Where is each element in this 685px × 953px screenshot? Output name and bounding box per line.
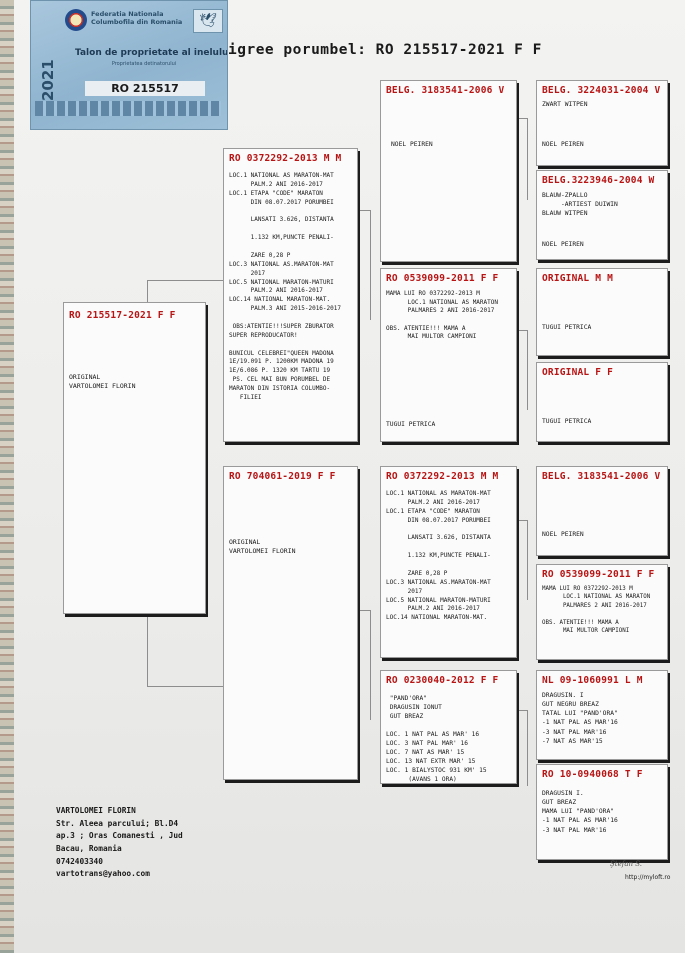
connector: [358, 610, 370, 611]
card-details: "PAND'ORA" DRAGUSIN IONUT GUT BREAZ LOC.…: [386, 695, 487, 783]
ticket-ring-number: RO 215517: [85, 81, 205, 96]
card-details: LOC.1 NATIONAL AS MARATON-MAT PALM.2 ANI…: [386, 490, 491, 622]
ticket-pattern-band: [35, 101, 221, 116]
pigeon-card-sire-dam: RO 0539099-2011 F F MAMA LUI RO 0372292-…: [380, 268, 517, 442]
ring-number: RO 704061-2019 F F: [229, 471, 336, 482]
ticket-org: Federatia Nationala Columbofila din Roma…: [91, 10, 183, 26]
pigeon-card-sire: RO 0372292-2013 M M LOC.1 NATIONAL AS MA…: [223, 148, 358, 442]
ring-number: RO 0372292-2013 M M: [229, 153, 342, 164]
ring-number: RO 0539099-2011 F F: [386, 273, 499, 284]
connector: [517, 710, 527, 711]
pigeon-card-sire-sire: BELG. 3183541-2006 V NOEL PEIREN: [380, 80, 517, 262]
ring-number: RO 0539099-2011 F F: [542, 569, 655, 580]
breeder-name: NOEL PEIREN: [542, 531, 584, 538]
connector: [527, 710, 528, 786]
card-details: ZWART WITPEN: [542, 101, 588, 108]
ring-number: BELG.3223946-2004 W: [542, 175, 655, 186]
connector: [517, 118, 527, 119]
breeder-name: TUGUI PETRICA: [542, 418, 592, 425]
card-details: MAMA LUI RO 0372292-2013 M LOC.1 NATIONA…: [542, 586, 651, 634]
pigeon-card-ddd: RO 10-0940068 T F DRAGUSIN I. GUT BREAZ …: [536, 764, 668, 860]
connector: [147, 280, 225, 281]
ring-number: ORIGINAL M M: [542, 273, 614, 284]
connector: [370, 610, 371, 720]
connector: [517, 520, 527, 521]
ring-number: RO 0372292-2013 M M: [386, 471, 499, 482]
breeder-name: NOEL PEIREN: [542, 141, 584, 148]
connector: [358, 210, 370, 211]
pigeon-card-sds: ORIGINAL M M TUGUI PETRICA: [536, 268, 668, 356]
breeder-name: NOEL PEIREN: [542, 241, 584, 248]
ring-number: RO 0230040-2012 F F: [386, 675, 499, 686]
website-url: http://myloft.ro: [625, 874, 671, 881]
pigeon-card-dam-sire: RO 0372292-2013 M M LOC.1 NATIONAL AS MA…: [380, 466, 517, 658]
pigeon-card-subject: RO 215517-2021 F F ORIGINAL VARTOLOMEI F…: [63, 302, 206, 614]
card-details: DRAGUSIN I. GUT BREAZ MAMA LUI "PAND'ORA…: [542, 790, 618, 834]
ticket-subtext: Proprietatea detinatorului: [111, 61, 177, 67]
connector: [527, 520, 528, 600]
pigeon-card-sdd: ORIGINAL F F TUGUI PETRICA: [536, 362, 668, 442]
card-details: BLAUW-ZPALLO -ARTIEST DUIWIN BLAUW WITPE…: [542, 192, 618, 218]
connector: [527, 118, 528, 200]
connector: [147, 614, 148, 686]
connector: [147, 686, 225, 687]
card-details: LOC.1 NATIONAL AS MARATON-MAT PALM.2 ANI…: [229, 172, 341, 401]
card-details: ORIGINAL VARTOLOMEI FLORIN: [229, 538, 296, 556]
pigeon-card-dsd: RO 0539099-2011 F F MAMA LUI RO 0372292-…: [536, 564, 668, 660]
card-details: MAMA LUI RO 0372292-2013 M LOC.1 NATIONA…: [386, 290, 498, 341]
pigeon-card-dss: BELG. 3183541-2006 V NOEL PEIREN: [536, 466, 668, 556]
ring-number: RO 215517-2021 F F: [69, 310, 176, 321]
ticket-heading: Talon de proprietate al inelului: [75, 48, 228, 58]
ring-number: BELG. 3183541-2006 V: [542, 471, 661, 482]
ticket-year: 2021: [39, 59, 57, 101]
pigeon-icon: 🕊: [193, 9, 223, 33]
pigeon-card-dam-dam: RO 0230040-2012 F F "PAND'ORA" DRAGUSIN …: [380, 670, 517, 784]
breeder-name: TUGUI PETRICA: [542, 324, 592, 331]
breeder-name: TUGUI PETRICA: [386, 421, 436, 428]
federation-logo-icon: [65, 9, 87, 31]
card-details: ORIGINAL VARTOLOMEI FLORIN: [69, 373, 136, 391]
connector: [527, 330, 528, 410]
ring-number: RO 10-0940068 T F: [542, 769, 643, 780]
pigeon-card-sss: BELG. 3224031-2004 V ZWART WITPEN NOEL P…: [536, 80, 668, 166]
signature: Ştefan S.: [610, 860, 643, 868]
pigeon-card-dds: NL 09-1060991 L M DRAGUSIN. I GUT NEGRU …: [536, 670, 668, 760]
ring-number: NL 09-1060991 L M: [542, 675, 643, 686]
ring-number: BELG. 3224031-2004 V: [542, 85, 661, 96]
ring-number: BELG. 3183541-2006 V: [386, 85, 505, 96]
pigeon-card-dam: RO 704061-2019 F F ORIGINAL VARTOLOMEI F…: [223, 466, 358, 780]
connector: [147, 280, 148, 304]
pigeon-card-ssd: BELG.3223946-2004 W BLAUW-ZPALLO -ARTIES…: [536, 170, 668, 260]
owner-contact: VARTOLOMEI FLORIN Str. Aleea parcului; B…: [56, 806, 183, 879]
connector: [370, 210, 371, 320]
page-title: igree porumbel: RO 215517-2021 F F: [228, 42, 542, 58]
ring-number: ORIGINAL F F: [542, 367, 614, 378]
card-details: NOEL PEIREN: [391, 141, 433, 148]
ring-ownership-ticket: Federatia Nationala Columbofila din Roma…: [30, 0, 228, 130]
connector: [517, 330, 527, 331]
card-details: DRAGUSIN. I GUT NEGRU BREAZ TATAL LUI "P…: [542, 692, 618, 745]
